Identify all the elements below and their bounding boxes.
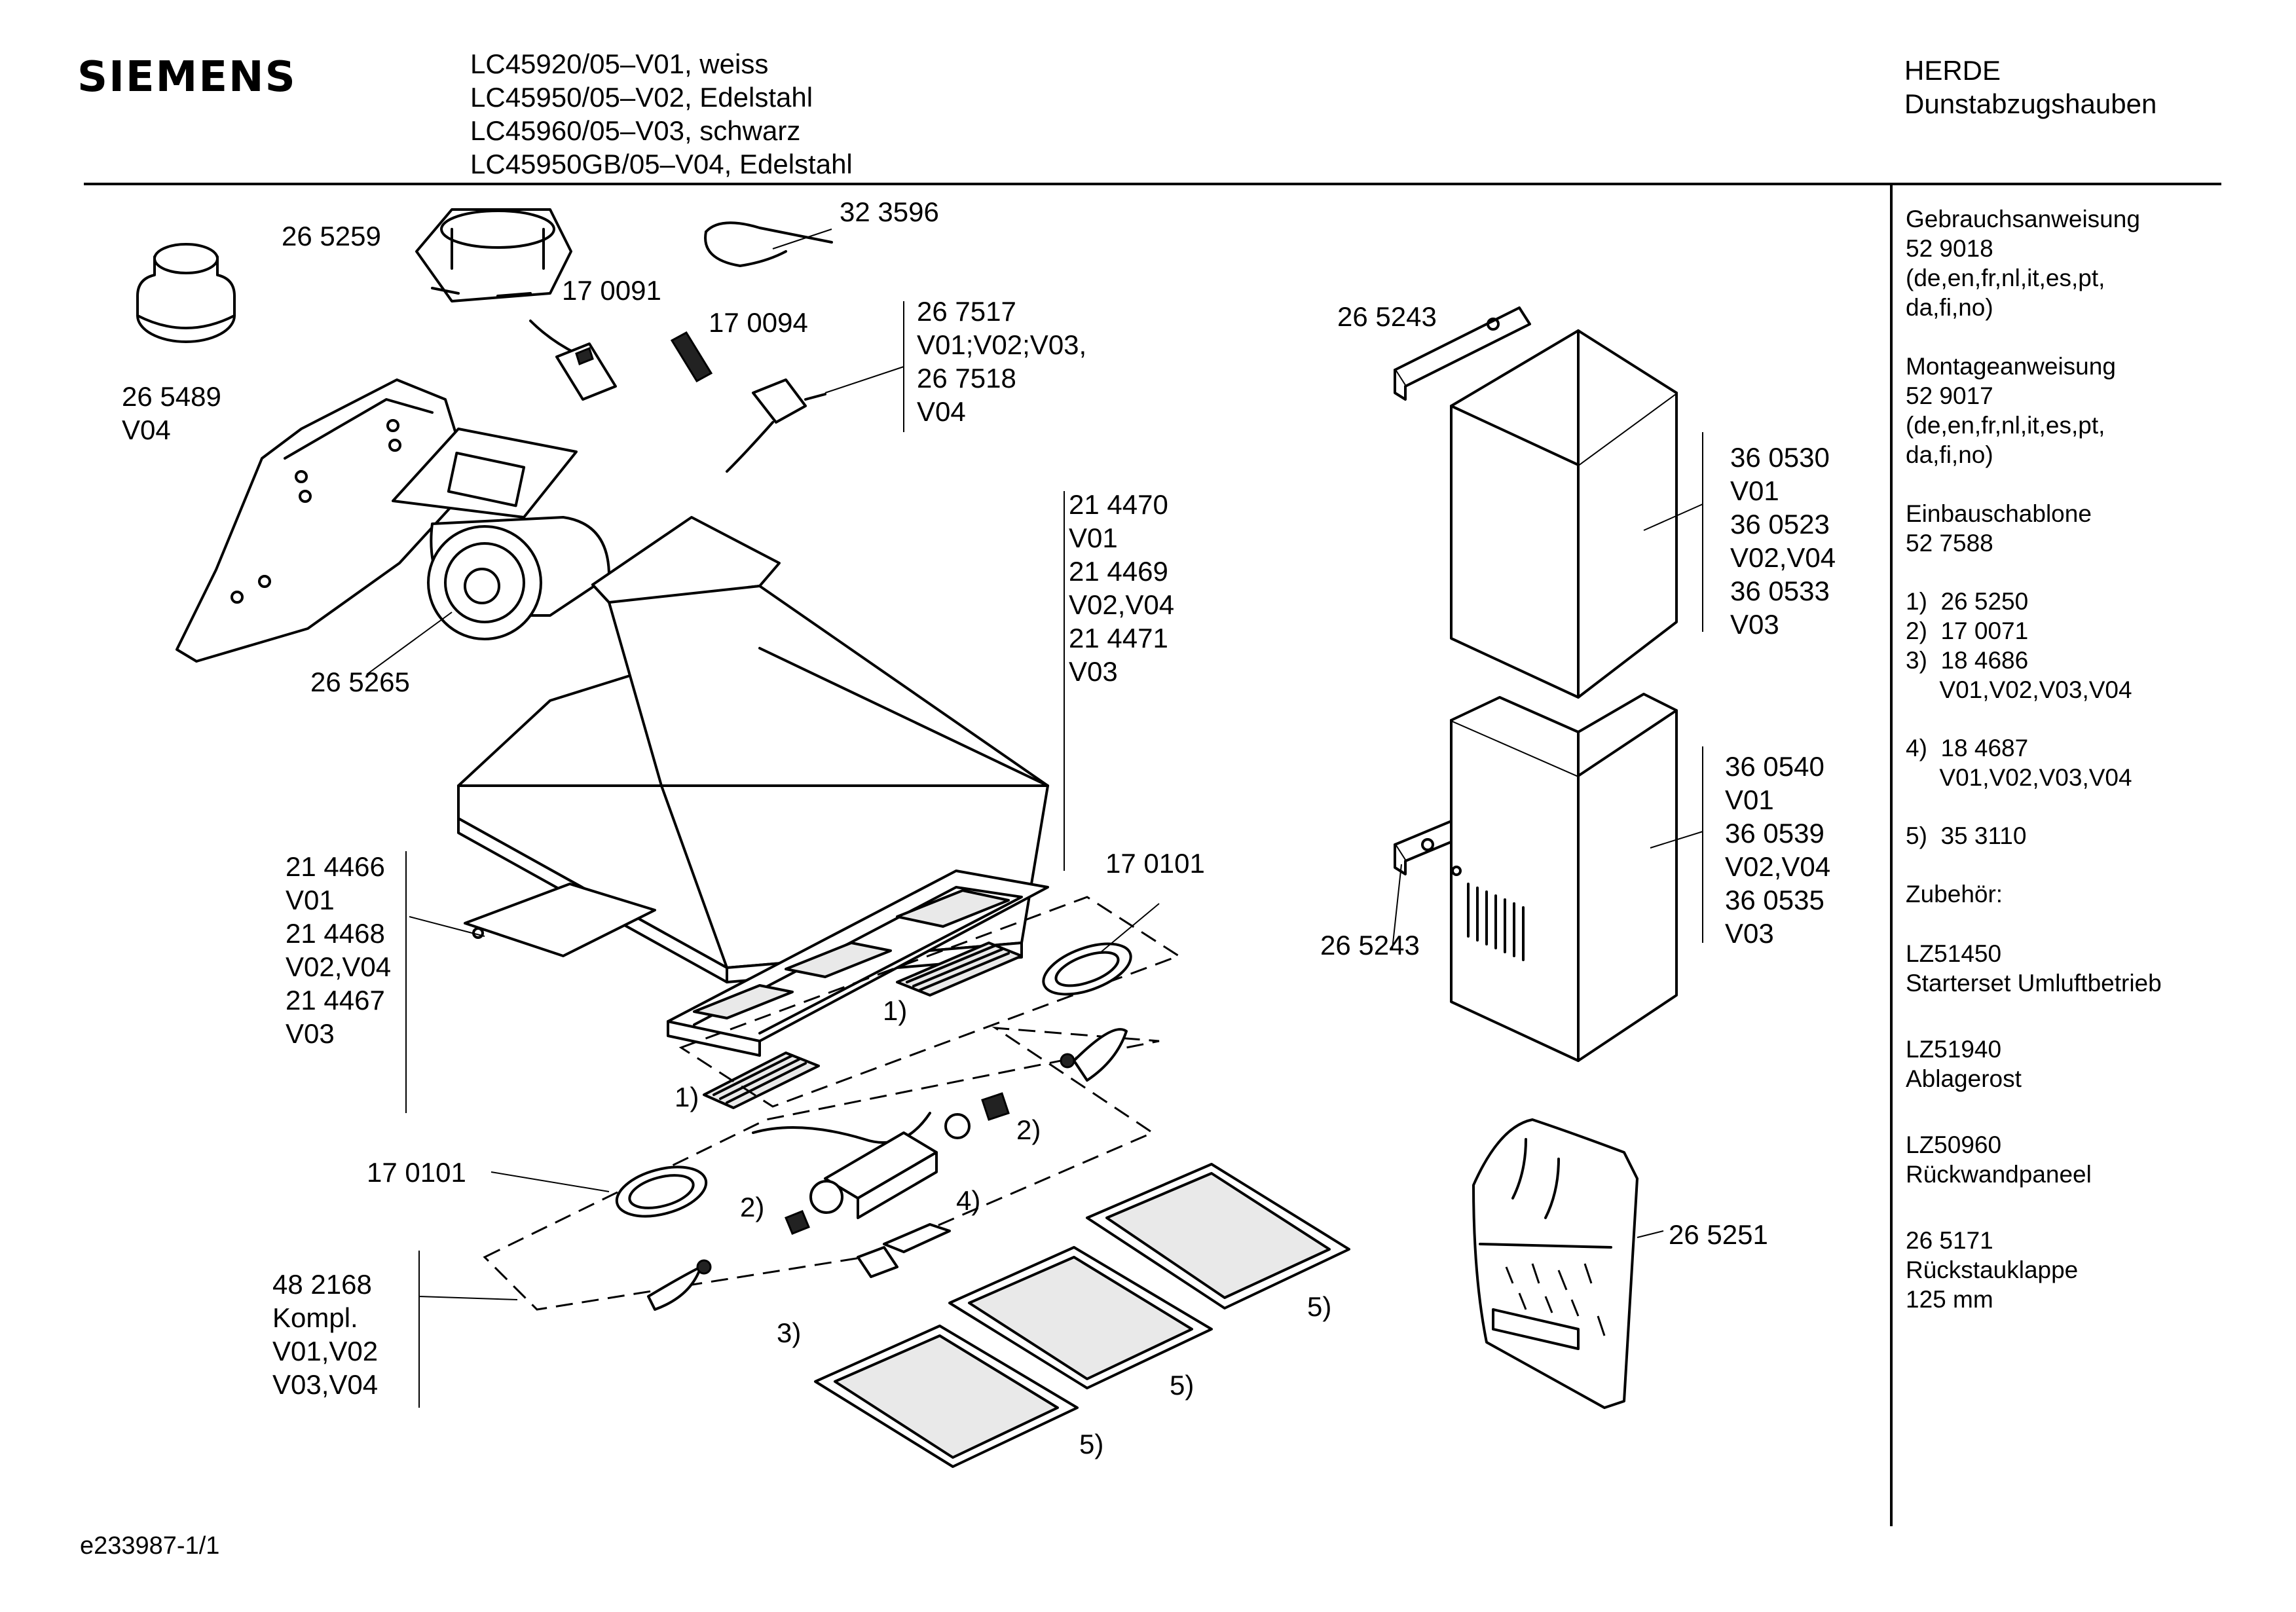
sidebar-block: 4) 18 4687 V01,V02,V03,V04 xyxy=(1906,735,2132,791)
part-label-265265: 26 5265 xyxy=(310,667,410,697)
model-line: LC45920/05–V01, weiss xyxy=(470,48,769,79)
part-label-265251: 26 5251 xyxy=(1669,1219,1768,1250)
leader-line xyxy=(418,1251,518,1408)
part-label-265243-top: 26 5243 xyxy=(1337,301,1437,332)
footnote-marker: 4) xyxy=(956,1185,981,1216)
carbon-filter-part xyxy=(1086,1163,1350,1310)
footnote-marker: 2) xyxy=(1016,1114,1041,1145)
sidebar-block: LZ51450 Starterset Umluftbetrieb xyxy=(1906,940,2162,997)
part-label-170091: 17 0091 xyxy=(562,275,661,306)
lower-chimney-part xyxy=(1450,693,1703,1062)
sidebar-block: 1) 26 5250 2) 17 0071 3) 18 4686 V01,V02… xyxy=(1906,588,2132,703)
model-list: LC45920/05–V01, weiss LC45950/05–V02, Ed… xyxy=(470,47,853,181)
sidebar-block: Zubehör: xyxy=(1906,881,2003,907)
sidebar-block: LZ51940 Ablagerost xyxy=(1906,1036,2022,1092)
sidebar-block: Einbauschablone 52 7588 xyxy=(1906,500,2092,557)
wall-mounting-plate xyxy=(176,378,473,663)
part-label-482168: 48 2168 Kompl. V01,V02 V03,V04 xyxy=(272,1269,379,1400)
subcategory: Dunstabzugshauben xyxy=(1904,88,2157,119)
carbon-filter-part xyxy=(948,1246,1213,1389)
assembly-outline xyxy=(678,896,1181,1108)
fan-motor-part xyxy=(366,428,610,675)
part-label-214470: 21 4470 V01 21 4469 V02,V04 21 4471 V03 xyxy=(1069,489,1175,687)
cable-tie-part xyxy=(704,221,833,267)
bulb-part xyxy=(1060,1028,1128,1082)
part-label-360530: 36 0530 V01 36 0523 V02,V04 36 0533 V03 xyxy=(1730,442,1836,640)
sidebar-block: 26 5171 Rückstauklappe 125 mm xyxy=(1906,1227,2079,1313)
carbon-filter-part xyxy=(814,1325,1079,1468)
sidebar-block: Gebrauchsanweisung 52 9018 (de,en,fr,nl,… xyxy=(1906,206,2140,321)
category: HERDE xyxy=(1904,55,2001,86)
leader-line xyxy=(1637,1230,1664,1238)
part-label-170094: 17 0094 xyxy=(709,307,808,338)
model-line: LC45950GB/05–V04, Edelstahl xyxy=(470,149,853,179)
grommet-part xyxy=(670,331,713,382)
footnote-marker: 1) xyxy=(675,1082,699,1112)
footnote-marker: 5) xyxy=(1079,1429,1104,1459)
upper-chimney-part xyxy=(1450,329,1703,699)
sidebar-divider xyxy=(1890,184,1893,1526)
model-line: LC45960/05–V03, schwarz xyxy=(470,115,801,146)
sidebar: Gebrauchsanweisung 52 9018 (de,en,fr,nl,… xyxy=(1906,204,2162,1314)
sidebar-block: Montageanweisung 52 9017 (de,en,fr,nl,it… xyxy=(1906,353,2116,468)
grease-filter-part xyxy=(896,942,1023,997)
footnote-marker: 2) xyxy=(740,1192,765,1222)
chimney-bracket-part xyxy=(1394,306,1531,401)
connector-flap-part xyxy=(415,208,572,302)
screw-bag-part xyxy=(1472,1118,1639,1409)
part-label-265243-bottom: 26 5243 xyxy=(1320,930,1420,961)
part-label-170101-top: 17 0101 xyxy=(1105,848,1205,879)
footnote-marker: 5) xyxy=(1307,1291,1332,1322)
part-label-214466: 21 4466 V01 21 4468 V02,V04 21 4467 V03 xyxy=(286,851,392,1049)
footnote-marker: 1) xyxy=(883,995,908,1026)
part-label-265259: 26 5259 xyxy=(282,221,381,251)
rear-panel-part xyxy=(409,883,656,957)
lamp-cover-part xyxy=(491,1165,708,1218)
header-rule xyxy=(84,183,2221,185)
mains-cable-part xyxy=(726,301,904,473)
filter-frame-part xyxy=(667,870,1049,1057)
footnote-marker: 3) xyxy=(777,1317,802,1348)
document-id: e233987-1/1 xyxy=(80,1532,220,1560)
leader-line xyxy=(1392,864,1402,950)
bulb-part xyxy=(647,1259,712,1311)
vent-slots xyxy=(1467,883,1525,961)
category-block: HERDE Dunstabzugshauben xyxy=(1904,54,2157,120)
sidebar-block: 5) 35 3110 xyxy=(1906,822,2027,849)
part-label-360540: 36 0540 V01 36 0539 V02,V04 36 0535 V03 xyxy=(1725,751,1831,949)
duct-adapter-part xyxy=(136,243,236,343)
model-line: LC45950/05–V02, Edelstahl xyxy=(470,82,813,113)
lamp-cover-part xyxy=(1042,903,1160,996)
lamp-switch-assembly-part xyxy=(752,1092,1010,1278)
part-label-267517: 26 7517 V01;V02;V03, 26 7518 V04 xyxy=(917,296,1087,427)
part-label-323596: 32 3596 xyxy=(840,196,939,227)
grease-filter-part xyxy=(703,1052,820,1109)
assembly-outline xyxy=(483,1027,1160,1311)
brand-logo: SIEMENS xyxy=(77,53,297,101)
switch-part xyxy=(529,320,617,401)
sidebar-block: LZ50960 Rückwandpaneel xyxy=(1906,1131,2092,1188)
footnote-marker: 5) xyxy=(1170,1370,1194,1401)
part-label-265489: 26 5489 V04 xyxy=(122,381,221,445)
part-label-170101-bottom: 17 0101 xyxy=(367,1157,466,1188)
